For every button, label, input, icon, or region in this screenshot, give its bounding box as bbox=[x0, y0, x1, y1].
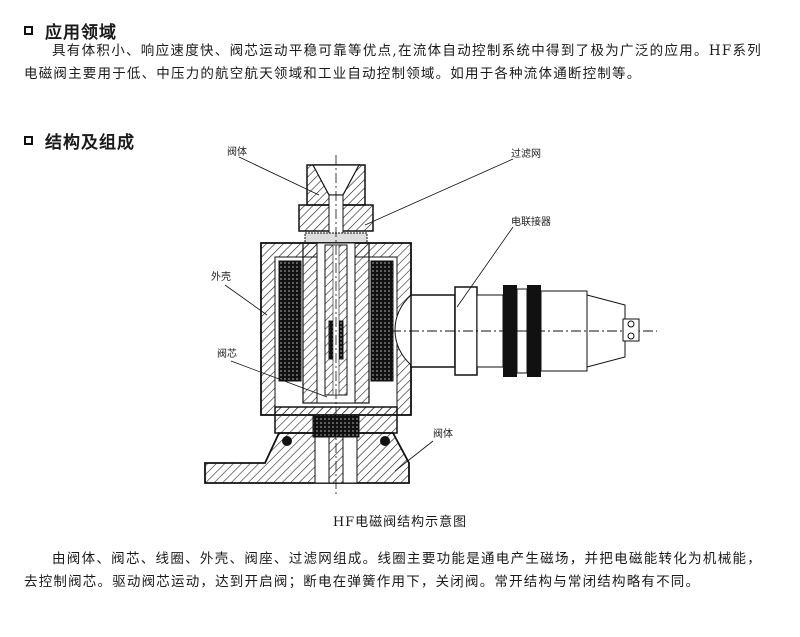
coil-right bbox=[370, 260, 394, 382]
label-valve-body-bottom: 阀体 bbox=[433, 427, 453, 440]
checkbox-bullet-icon bbox=[24, 136, 33, 145]
coil-left bbox=[278, 260, 302, 382]
heading-text: 结构及组成 bbox=[45, 133, 135, 153]
section-heading-structure: 结构及组成 bbox=[24, 128, 135, 153]
label-core: 阀芯 bbox=[217, 347, 237, 360]
electrical-connector bbox=[391, 285, 657, 377]
label-valve-body-top: 阀体 bbox=[227, 145, 247, 158]
label-filter: 过滤网 bbox=[511, 147, 541, 160]
label-shell: 外壳 bbox=[211, 270, 231, 283]
checkbox-bullet-icon bbox=[24, 26, 33, 35]
section-heading-application: 应用领域 bbox=[24, 18, 117, 43]
structure-paragraph: 由阀体、阀芯、线圈、外壳、阀座、过滤网组成。线圈主要功能是通电产生磁场，并把电磁… bbox=[24, 551, 762, 590]
application-paragraph: 具有体积小、响应速度快、阀芯运动平稳可靠等优点,在流体自动控制系统中得到了极为广… bbox=[24, 43, 762, 82]
solenoid-valve-diagram: 阀体 过滤网 电联接器 外壳 阀芯 阀体 bbox=[204, 145, 657, 495]
valve-seat-body bbox=[204, 406, 410, 484]
heading-text: 应用领域 bbox=[45, 23, 117, 43]
diagram-caption: HF电磁阀结构示意图 bbox=[332, 515, 468, 530]
label-connector: 电联接器 bbox=[511, 215, 551, 228]
